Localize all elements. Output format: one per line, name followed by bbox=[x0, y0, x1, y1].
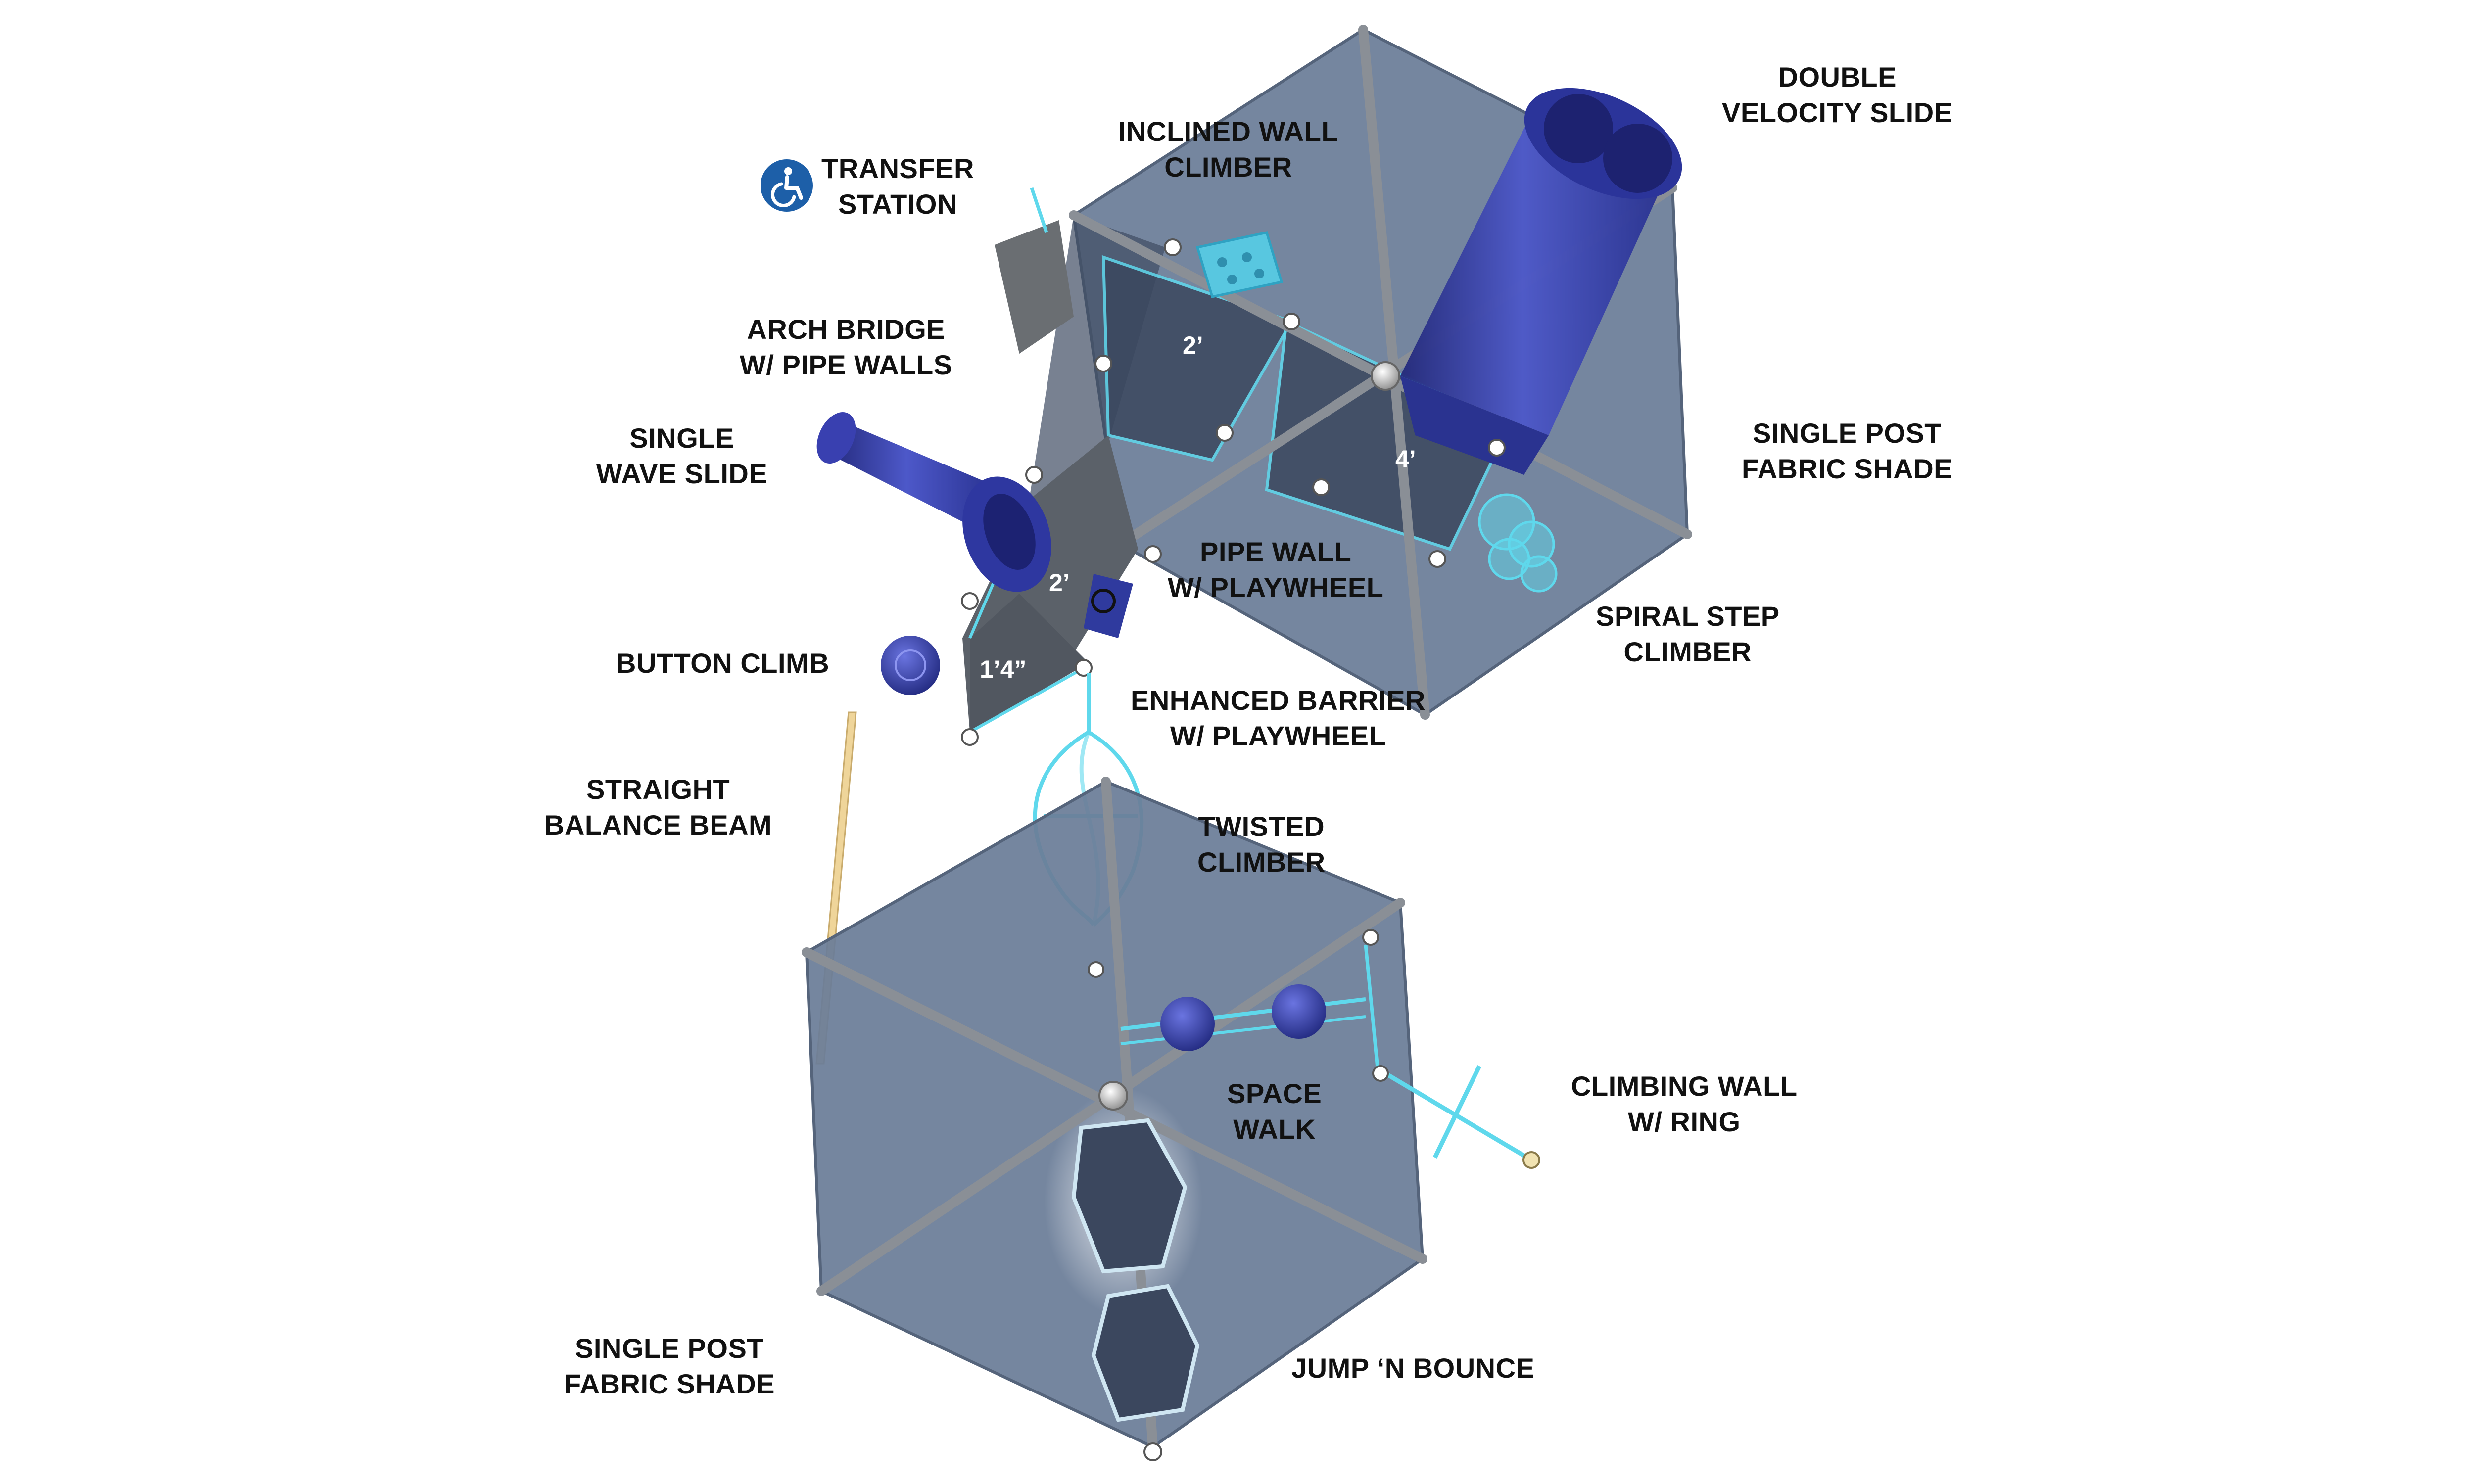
top-shade-hub bbox=[1371, 361, 1400, 391]
label-space-walk: SPACE WALK bbox=[1227, 1078, 1322, 1145]
wheelchair-icon bbox=[761, 159, 813, 212]
top-shade-structure bbox=[816, 25, 1692, 746]
bottom-shade-hub bbox=[1098, 1081, 1128, 1111]
label-climbing-wall-ring: CLIMBING WALL W/ RING bbox=[1571, 1070, 1798, 1137]
label-single-post-shade-top: SINGLE POST FABRIC SHADE bbox=[1742, 417, 1953, 484]
top-deck-bolts bbox=[961, 238, 1506, 746]
deck-height-upper-right: 4’ bbox=[1395, 445, 1416, 473]
label-twisted-climber: TWISTED CLIMBER bbox=[1197, 811, 1326, 878]
label-straight-balance-beam: STRAIGHT BALANCE BEAM bbox=[544, 774, 772, 840]
enhanced-barrier bbox=[1084, 574, 1133, 638]
deck-height-transfer: 1’4” bbox=[980, 655, 1027, 683]
label-enhanced-barrier: ENHANCED BARRIER W/ PLAYWHEEL bbox=[1131, 685, 1426, 751]
double-velocity-slide bbox=[1400, 88, 1682, 475]
label-single-wave-slide: SINGLE WAVE SLIDE bbox=[596, 422, 768, 489]
climbing-wall-ring bbox=[1384, 1065, 1540, 1169]
spiral-step-climber bbox=[1478, 493, 1558, 593]
single-wave-slide bbox=[816, 412, 1051, 592]
bottom-deck-bolts bbox=[1088, 929, 1389, 1461]
space-walk bbox=[1120, 944, 1380, 1074]
label-arch-bridge: ARCH BRIDGE W/ PIPE WALLS bbox=[740, 314, 952, 380]
deck-height-labels: 2’ 4’ 2’ 1’4” bbox=[980, 331, 1416, 683]
label-spiral-step-climber: SPIRAL STEP CLIMBER bbox=[1596, 601, 1780, 667]
label-double-velocity-slide: DOUBLE VELOCITY SLIDE bbox=[1722, 61, 1953, 128]
label-single-post-shade-bottom: SINGLE POST FABRIC SHADE bbox=[564, 1333, 775, 1399]
deck-height-upper-left: 2’ bbox=[1183, 331, 1203, 359]
label-pipe-wall-playwheel: PIPE WALL W/ PLAYWHEEL bbox=[1168, 536, 1384, 603]
bottom-shade-structure bbox=[802, 777, 1540, 1461]
transfer-station bbox=[995, 187, 1074, 354]
label-jump-n-bounce: JUMP ‘N BOUNCE bbox=[1291, 1352, 1535, 1384]
inclined-wall-climber bbox=[1195, 231, 1284, 298]
label-button-climb: BUTTON CLIMB bbox=[616, 648, 830, 679]
label-transfer-station: TRANSFER STATION bbox=[821, 153, 974, 220]
deck-height-lower: 2’ bbox=[1049, 569, 1070, 597]
jump-n-bounce bbox=[1071, 1118, 1200, 1422]
button-climb bbox=[881, 636, 940, 695]
label-inclined-wall-climber: INCLINED WALL CLIMBER bbox=[1118, 116, 1339, 183]
